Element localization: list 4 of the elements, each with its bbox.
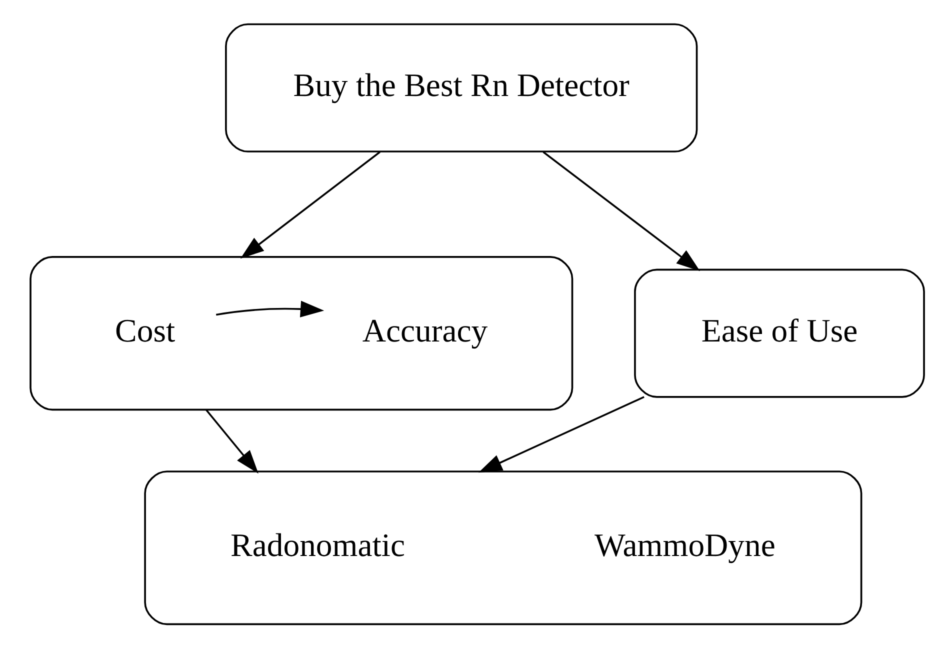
node-text: WammoDyne <box>594 528 776 564</box>
node-text: Accuracy <box>362 313 488 350</box>
node-text: Cost <box>115 313 176 350</box>
node-text: Radonomatic <box>230 528 405 564</box>
